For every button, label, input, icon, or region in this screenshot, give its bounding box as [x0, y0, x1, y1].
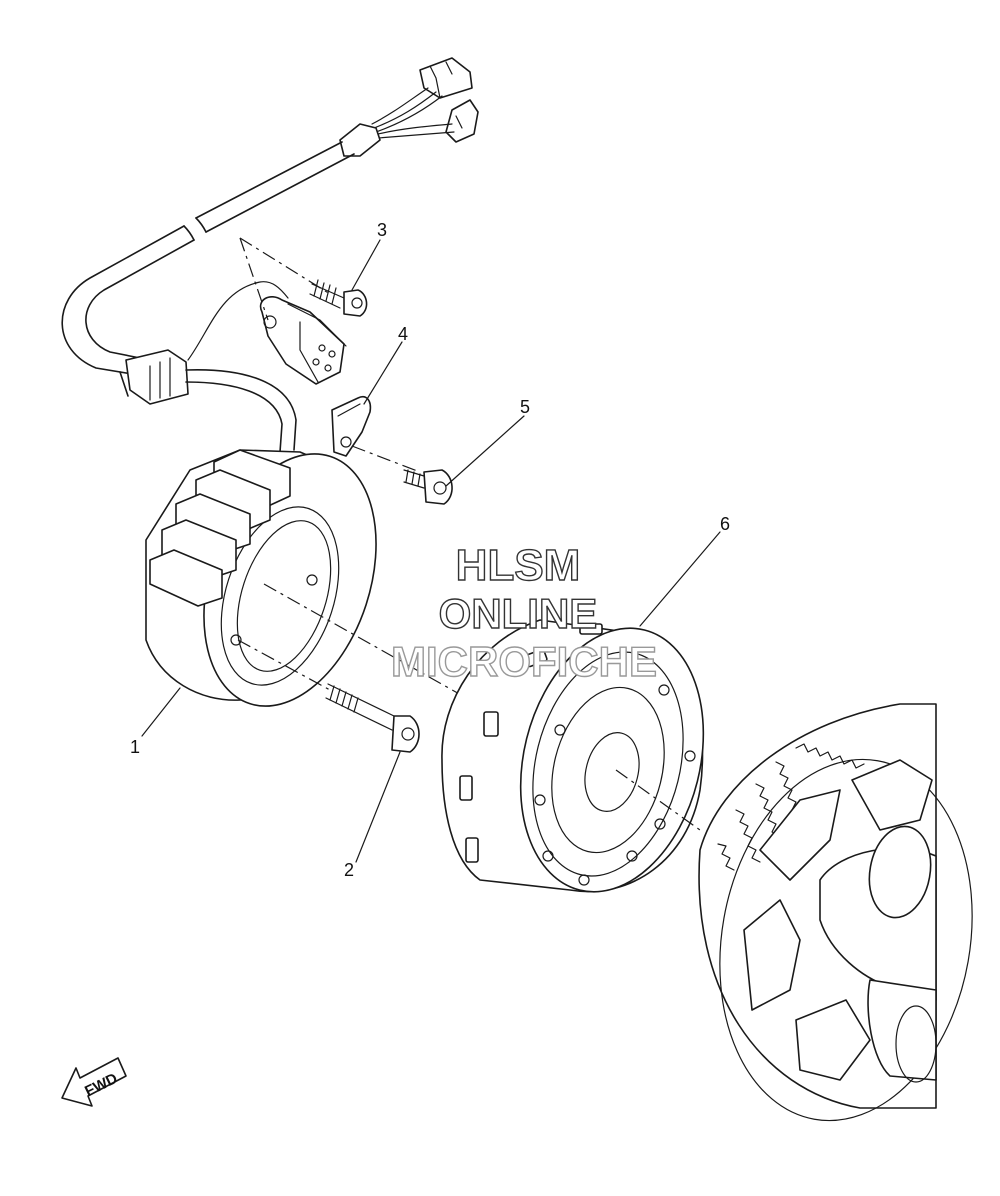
bolt-2-stator-screw — [237, 639, 420, 753]
starter-gear-crankshaft — [698, 703, 973, 1122]
watermark-line-3: MICROFICHE — [391, 638, 657, 685]
watermark-line-2: ONLINE — [439, 590, 598, 637]
watermark-line-1: HLSM — [456, 541, 581, 590]
rotor-flywheel — [441, 619, 705, 893]
wire-harness — [61, 57, 479, 453]
fwd-arrow-icon: FWD — [61, 1057, 127, 1107]
callout-2: 2 — [344, 860, 354, 880]
bolt-3-pickup-screw — [309, 279, 368, 317]
harness-clamp — [119, 349, 189, 405]
callout-1: 1 — [130, 737, 140, 757]
callout-6: 6 — [720, 514, 730, 534]
stator-assembly — [145, 449, 471, 707]
callout-4: 4 — [398, 324, 408, 344]
harness-connector-top — [419, 57, 479, 143]
watermark: HLSM ONLINE MICROFICHE — [390, 540, 657, 685]
bolt-5-clamp-screw — [351, 445, 453, 505]
pickup-coil — [239, 237, 347, 385]
callout-3: 3 — [377, 220, 387, 240]
callout-leaders — [141, 239, 721, 863]
lead-clamp-4 — [331, 396, 372, 457]
callout-5: 5 — [520, 397, 530, 417]
